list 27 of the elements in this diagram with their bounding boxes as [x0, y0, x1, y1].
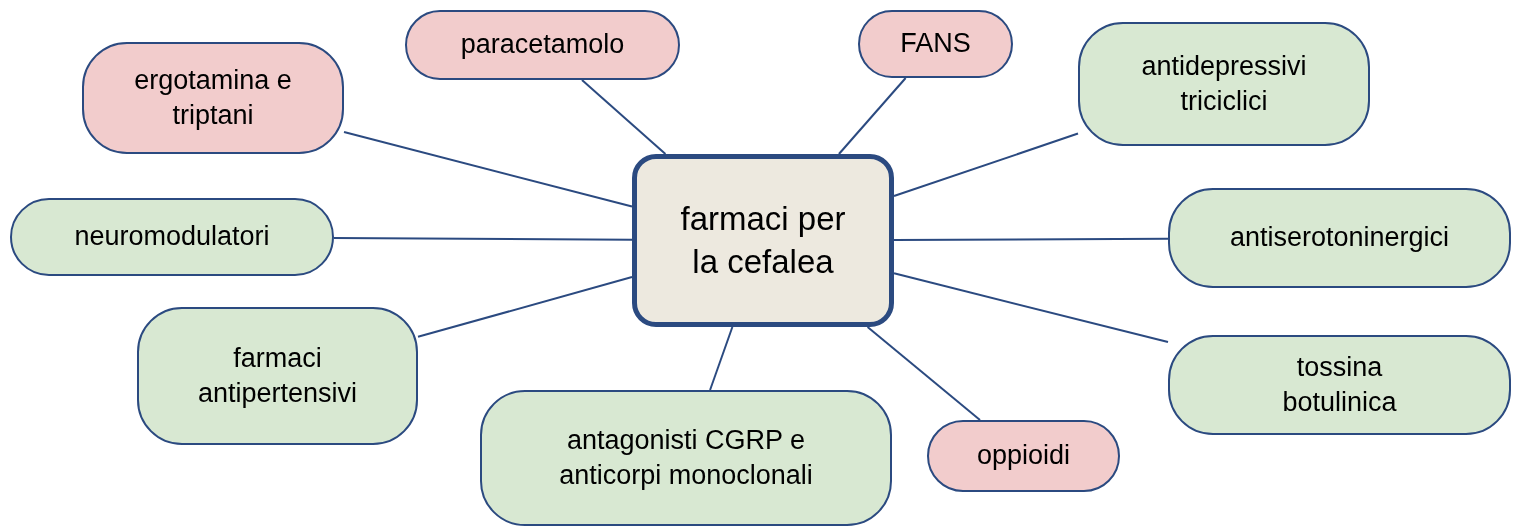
connector-line — [581, 79, 667, 155]
drug-name: farmaci antipertensivi — [196, 341, 359, 410]
drug-name: antagonisti CGRP e anticorpi monoclonali — [558, 423, 814, 492]
drug-name: neuromodulatori — [74, 220, 270, 254]
connector-line — [893, 272, 1169, 343]
connector-line — [893, 237, 1169, 241]
drug-name: farmaci per la cefalea — [679, 198, 847, 282]
connector-line — [343, 130, 633, 208]
drug-class-box — [82, 42, 344, 154]
connector-line — [837, 77, 907, 155]
drug-name: antiserotoninergici — [1229, 221, 1450, 255]
drug-name: antidepressivi triciclici — [1140, 49, 1308, 118]
drug-name: ergotamina e triptani — [133, 63, 293, 132]
drug-name: oppioidi — [976, 439, 1071, 473]
connector-line — [417, 276, 633, 338]
drug-class-box — [480, 390, 892, 526]
drug-class-box — [137, 307, 418, 445]
drug-name: tossina botulinica — [1281, 350, 1398, 419]
drug-class-box — [1078, 22, 1370, 146]
drug-class-box — [1168, 335, 1511, 435]
central-topic-box — [632, 154, 894, 327]
connector-line — [333, 236, 633, 241]
connector-line — [709, 326, 734, 391]
drug-name: FANS — [900, 27, 971, 61]
connector-line — [893, 132, 1079, 198]
connector-line — [866, 326, 981, 421]
drug-name: paracetamolo — [460, 28, 625, 62]
